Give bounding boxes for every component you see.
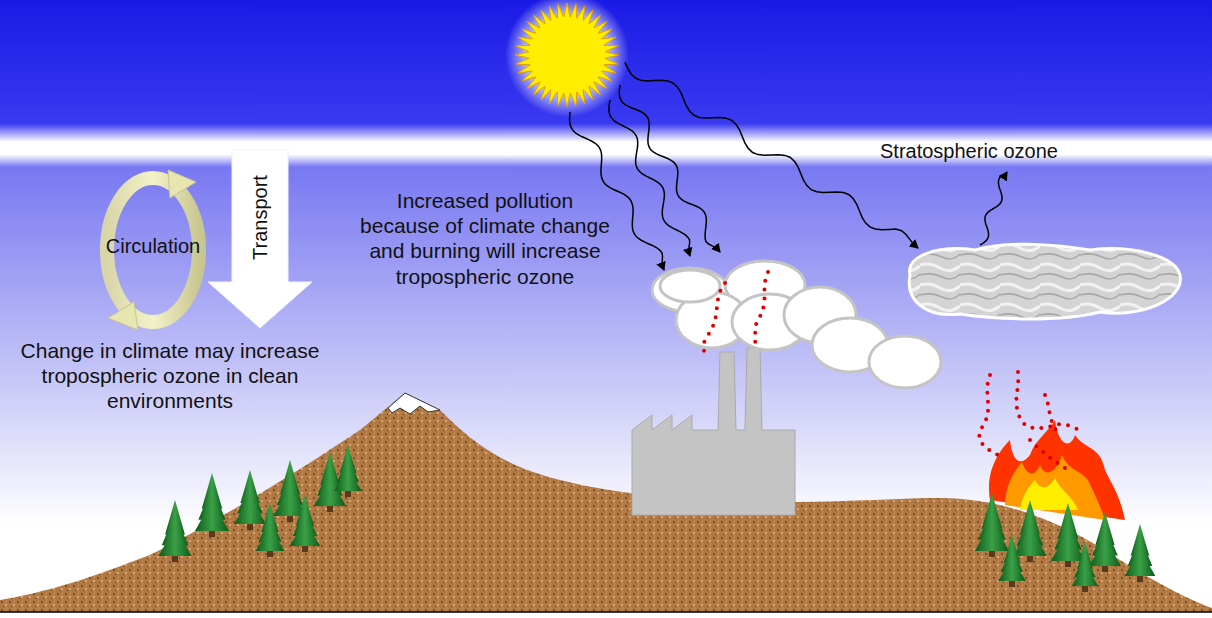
transport-arrow: Transport <box>232 155 288 280</box>
sun-spikes <box>515 3 619 107</box>
tree <box>1125 524 1156 582</box>
node-text: Transport <box>248 175 272 260</box>
tree <box>159 500 192 562</box>
tree <box>256 503 285 557</box>
light-ray <box>980 172 1007 245</box>
node-text: Circulation <box>78 234 228 258</box>
tree <box>290 495 320 552</box>
tree <box>1089 512 1121 572</box>
tree <box>1014 500 1047 562</box>
climate-note: Change in climate may increase troposphe… <box>20 338 320 414</box>
tree <box>334 445 362 497</box>
tree <box>975 493 1009 557</box>
circulation-cycle: Circulation <box>78 234 228 264</box>
pollution-note: Increased pollution because of climate c… <box>360 188 610 289</box>
light-ray <box>619 85 720 252</box>
tree <box>998 535 1026 587</box>
layer-label: Stratospheric ozone <box>880 139 1150 163</box>
tree <box>1072 542 1098 592</box>
tree <box>1051 503 1085 567</box>
tree <box>234 470 266 530</box>
tree <box>195 473 229 537</box>
light-ray <box>625 62 918 248</box>
